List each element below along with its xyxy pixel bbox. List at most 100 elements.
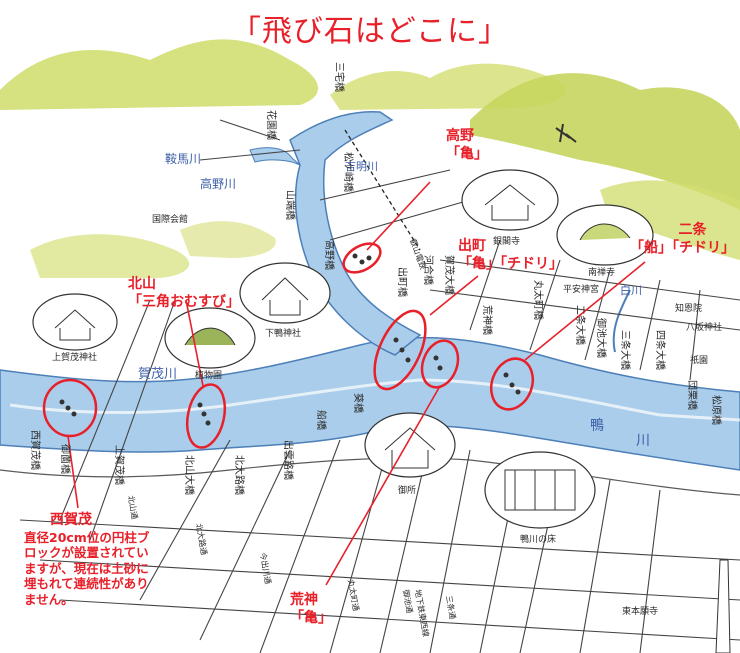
place-label-kamigamo: 上賀茂神社	[52, 351, 97, 363]
callout-nijo-stones: 「船」「チドリ」	[630, 239, 735, 256]
marker-demachi	[373, 309, 427, 391]
callout-kojin-name: 荒神	[290, 592, 318, 608]
kamo-river-body	[0, 336, 740, 471]
callout-lines	[67, 181, 646, 586]
shirakawa	[612, 289, 631, 353]
marker-nishigamo	[42, 378, 98, 438]
bridge-label-takano: 高野橋	[323, 240, 336, 270]
map-labels: 鞍馬川 高野川 吉明川 賀茂川 鴨 川 白川 国際会館 銀閣寺 南禅寺 平安神宮…	[29, 62, 723, 638]
bridge-label-miyake: 三宅橋	[333, 62, 346, 92]
callout-nishigamo-line: 直径20cm位の円柱ブ	[24, 529, 150, 545]
river-label-kokura: 吉明川	[345, 160, 378, 173]
marker-nijo	[489, 357, 535, 411]
mountain-low-left	[30, 234, 190, 278]
river-label-shirakawa: 白川	[620, 283, 642, 297]
bridge-label-shijo: 四条大橋	[654, 330, 667, 370]
street-label-chikatetsu: 地下鉄東西線	[413, 589, 431, 638]
map-title: 「飛び石はどこに」	[230, 14, 510, 49]
place-label-heian: 平安神宮	[563, 283, 599, 295]
street-label-marutamachi: 丸太町通	[346, 579, 361, 612]
bridge-label-oike: 御池大橋	[595, 318, 608, 358]
gosho-vignette	[364, 412, 456, 478]
place-label-gion: 祇園	[690, 354, 708, 366]
callout-nishigamo: 西賀茂 直径20cm位の円柱ブ ロックが設置されてい ますが、現在は土砂に 埋も…	[24, 512, 149, 608]
place-label-kokusai: 国際会館	[152, 213, 188, 225]
bridge-label-hanazono: 花園橋	[265, 110, 278, 140]
bridge-label-kamo-o: 賀茂大橋	[443, 255, 456, 295]
daimonji	[555, 123, 577, 143]
bridge-label-izumoji: 出雲路橋	[282, 440, 295, 480]
callout-kitayama-name: 北山	[128, 276, 156, 292]
marker-kitayama	[185, 383, 227, 449]
callout-demachi-name: 出町	[458, 238, 486, 254]
place-label-higashi: 東本願寺	[622, 605, 658, 617]
callout-demachi: 出町 「亀」「チドリ」	[458, 238, 563, 273]
place-label-nanzen: 南禅寺	[588, 266, 615, 278]
callout-nijo: 二条 「船」「チドリ」	[630, 222, 735, 257]
callout-nijo-name: 二条	[678, 222, 707, 238]
callout-nishigamo-line: ません。	[24, 592, 74, 607]
marker-takano	[342, 242, 382, 274]
kyoto-tower	[715, 559, 731, 653]
ginkaku-vignette	[461, 169, 559, 231]
stone-markers	[42, 242, 535, 449]
bridge-label-matsugasaki: 松ケ崎橋	[342, 152, 355, 192]
place-label-gosho: 御所	[398, 484, 416, 496]
kamo-east-bank	[0, 457, 740, 496]
bridge-label-kitayama: 北山大橋	[183, 455, 196, 495]
bridge-label-nishigamo: 西賀茂橋	[29, 430, 42, 470]
callout-kitayama: 北山 「三角おむすび」	[128, 276, 240, 311]
street-label-sanjo: 三条通	[444, 595, 458, 620]
kamigamo-vignette	[32, 293, 118, 351]
vignette-details	[54, 184, 631, 511]
place-label-kamo-yuka: 鴨川の床	[520, 533, 556, 545]
stepping-stones	[59, 253, 521, 426]
place-label-chion: 知恩院	[675, 302, 702, 314]
bridge-label-matsubara: 松原橋	[710, 395, 723, 425]
mountain-left	[0, 39, 319, 110]
place-label-yasaka: 八坂神社	[686, 321, 722, 333]
callout-demachi-stones: 「亀」「チドリ」	[458, 255, 563, 272]
kamo-river-highlight	[9, 378, 740, 422]
place-label-shokubutsu: 植物園	[195, 369, 222, 381]
bridge-label-demachi: 出町橋	[396, 267, 409, 297]
callout-nishigamo-name: 西賀茂	[50, 512, 92, 528]
street-label-oike: 御池通	[401, 589, 415, 614]
bridge-label-funa: 船橋	[315, 410, 328, 430]
bridge-label-misono: 御薗橋	[59, 444, 72, 474]
river-label-kamo-lower: 鴨	[590, 418, 604, 434]
river-label-kurama: 鞍馬川	[165, 151, 201, 166]
river-label-takano: 高野川	[200, 176, 236, 191]
bridge-label-kamigamo: 上賀茂橋	[113, 445, 126, 485]
takano-upper	[249, 147, 301, 166]
callout-kojin: 荒神 「亀」	[290, 592, 332, 627]
mountains	[0, 39, 740, 278]
kamo-yuka-vignette	[484, 451, 596, 529]
river-label-kamo: 賀茂川	[138, 367, 177, 382]
street-label-kitayama: 北山通	[126, 495, 140, 520]
callout-nishigamo-line: ますが、現在は土砂に	[24, 560, 149, 576]
marker-kojin	[420, 339, 460, 389]
place-label-shimogamo: 下鴨神社	[265, 327, 301, 339]
callout-takano-stones: 「亀」	[446, 145, 488, 162]
bridge-label-sanjo: 三条大橋	[619, 330, 632, 370]
bridge-label-yamabata: 山端橋	[284, 190, 297, 220]
bridge-label-kawai: 河合橋	[422, 255, 435, 285]
bridge-label-nijo: 二条大橋	[574, 305, 587, 345]
shimogamo-vignette	[239, 262, 331, 324]
street-label-imadegawa: 今出川通	[258, 552, 273, 585]
mountain-low-mid	[180, 221, 276, 258]
callout-kitayama-stones: 「三角おむすび」	[128, 293, 240, 310]
bridge-label-kitaoji: 北大路橋	[233, 455, 246, 495]
mountain-right	[470, 73, 740, 210]
place-label-ginkaku: 銀閣寺	[493, 235, 520, 247]
eiden-railway	[344, 129, 421, 251]
callout-nishigamo-line: ロックが設置されてい	[24, 545, 149, 561]
callout-takano: 高野 「亀」	[446, 128, 488, 163]
bridge-label-aoi: 葵橋	[352, 393, 365, 413]
bridge-label-dan: 団栗橋	[686, 380, 699, 410]
mountain-right-2	[600, 180, 740, 260]
callout-takano-name: 高野	[446, 128, 474, 144]
